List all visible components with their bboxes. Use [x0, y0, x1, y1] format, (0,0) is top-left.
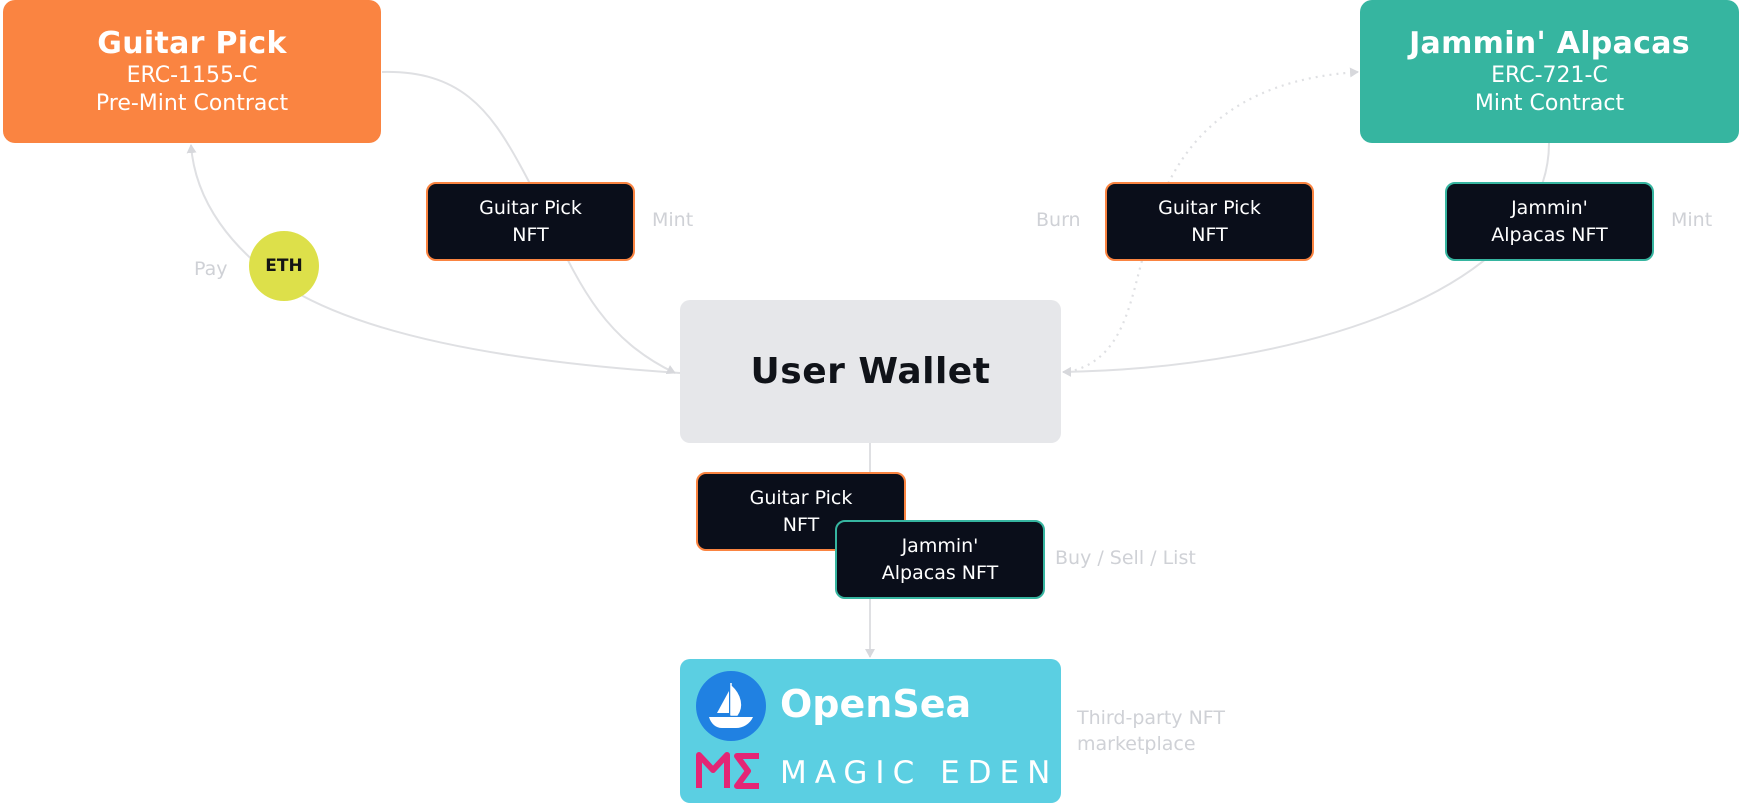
edge-pay-to-guitar-pick [186, 144, 681, 374]
magic-eden-wordmark: MAGIC EDEN [780, 755, 1059, 791]
user-wallet: User Wallet [680, 300, 1061, 443]
guitar-pick-contract-title: Guitar Pick [97, 25, 287, 61]
alpacas-trade-nft: Jammin' Alpacas NFT [835, 520, 1045, 599]
guitar-pick-contract: Guitar Pick ERC-1155-C Pre-Mint Contract [3, 0, 381, 143]
eth-badge: ETH [249, 231, 319, 301]
jammin-alpacas-contract-standard: ERC-721-C [1491, 62, 1608, 88]
guitar-pick-contract-standard: ERC-1155-C [126, 62, 258, 88]
label-burn: Burn [1036, 209, 1081, 231]
edge-burn-to-alpacas [1067, 67, 1359, 374]
jammin-alpacas-contract-kind: Mint Contract [1474, 90, 1625, 116]
label-trade: Buy / Sell / List [1055, 547, 1196, 569]
user-wallet-title: User Wallet [750, 351, 991, 392]
label-marketplace: Third-party NFT marketplace [1077, 707, 1225, 755]
jammin-alpacas-contract-title: Jammin' Alpacas [1409, 25, 1690, 61]
marketplace-box: OpenSea MAGIC EDEN [680, 659, 1061, 803]
label-pay: Pay [194, 258, 228, 280]
alpacas-mint-nft: Jammin' Alpacas NFT [1445, 182, 1654, 261]
edge-guitar-pick-mint [381, 70, 676, 375]
guitar-pick-burn-nft: Guitar Pick NFT [1105, 182, 1314, 261]
label-mint-left: Mint [652, 209, 694, 231]
guitar-pick-contract-kind: Pre-Mint Contract [95, 90, 289, 116]
magic-eden-me-icon [696, 752, 759, 789]
label-mint-right: Mint [1671, 209, 1713, 231]
guitar-pick-trade-nft: Guitar Pick NFT [696, 472, 906, 551]
guitar-pick-mint-nft: Guitar Pick NFT [426, 182, 635, 261]
opensea-ship-icon [696, 671, 766, 741]
opensea-wordmark: OpenSea [780, 682, 972, 726]
jammin-alpacas-contract: Jammin' Alpacas ERC-721-C Mint Contract [1360, 0, 1739, 143]
